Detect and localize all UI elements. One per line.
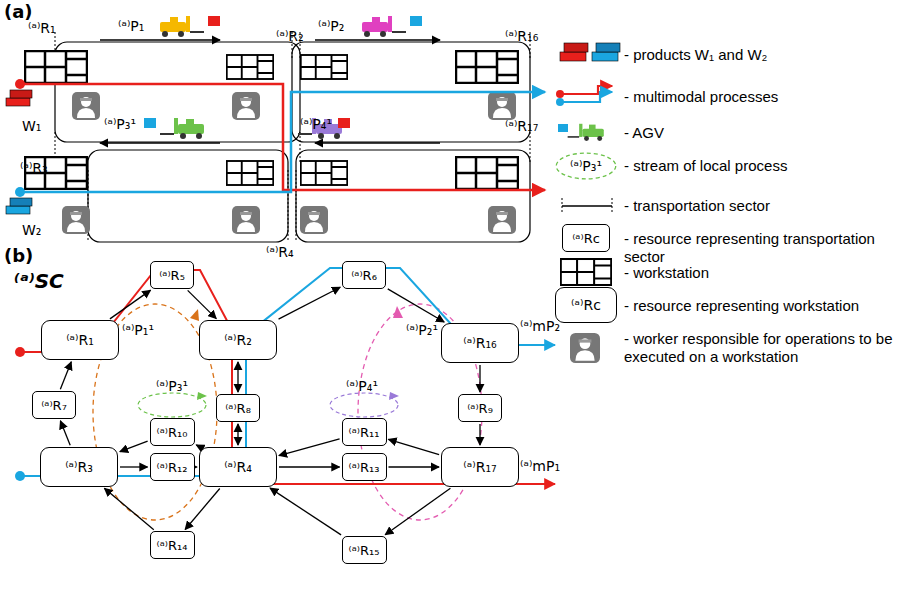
legend-text: - resource representing workstation	[624, 297, 909, 315]
connector	[479, 424, 480, 445]
callout-label: ⁽ᵃ⁾R₃	[20, 160, 48, 176]
node-text: ⁽ᵃ⁾R₂	[224, 332, 252, 348]
node-text: ⁽ᵃ⁾R₁₅	[349, 543, 380, 558]
connector	[388, 289, 444, 322]
callout-label: ⁽ᵃ⁾R₄	[266, 244, 294, 260]
node-text: ⁽ᵃ⁾R₁₃	[349, 460, 380, 475]
node-text: ⁽ᵃ⁾P₃¹	[570, 158, 602, 174]
connector	[385, 488, 450, 535]
node-text: ⁽ᵃ⁾R₁	[66, 332, 94, 348]
node-text: ⁽ᵃ⁾R₁₀	[157, 425, 188, 440]
connector	[104, 488, 153, 529]
connector	[196, 466, 198, 467]
legend-text: - worker responsible for operations to b…	[624, 330, 909, 366]
callout-label: W₁	[22, 118, 41, 134]
callout-label: ⁽ᵃ⁾R₂	[276, 28, 304, 44]
connector	[237, 424, 238, 445]
resource-box: ⁽ᵃ⁾R₁₄	[150, 531, 195, 559]
callout-label: W₂	[22, 222, 41, 238]
node-text: ⁽ᵃ⁾R₈	[225, 401, 251, 416]
panel-label: (a)	[4, 2, 33, 23]
connector	[479, 365, 480, 392]
connector	[279, 439, 340, 456]
resource-box: ⁽ᵃ⁾Rc	[562, 224, 610, 252]
resource-box: ⁽ᵃ⁾Rc	[555, 287, 617, 323]
callout-label: ⁽ᵃ⁾P₃¹	[104, 116, 136, 132]
node-text: ⁽ᵃ⁾R₁₇	[463, 459, 496, 475]
connector	[279, 287, 341, 319]
resource-box: ⁽ᵃ⁾R₁₀	[150, 418, 195, 446]
node-text: ⁽ᵃ⁾R₇	[41, 398, 67, 413]
resource-box: ⁽ᵃ⁾R₁₆	[441, 323, 519, 363]
connector	[279, 466, 340, 467]
node-text: ⁽ᵃ⁾Rc	[572, 231, 600, 246]
callout-label: ⁽ᵃ⁾R₁₇	[505, 118, 538, 134]
connector	[185, 489, 220, 530]
callout-label: ⁽ᵃ⁾P₃¹	[156, 378, 188, 394]
node-text: ⁽ᵃ⁾R₉	[467, 401, 493, 416]
callout-label: ⁽ᵃ⁾P₄¹	[346, 378, 378, 394]
callout-label: ⁽ᵃ⁾mP₁	[520, 458, 560, 474]
node-text: ⁽ᵃ⁾R₃	[65, 459, 93, 475]
callout-label: ⁽ᵃ⁾P₁	[118, 18, 144, 34]
connector	[188, 290, 217, 318]
resource-box: ⁽ᵃ⁾R₅	[150, 261, 194, 289]
connector	[60, 362, 71, 389]
resource-box: ⁽ᵃ⁾R₁₅	[342, 536, 387, 564]
resource-box: ⁽ᵃ⁾R₁	[41, 320, 119, 360]
callout-label: ⁽ᵃ⁾R₁₆	[505, 28, 538, 44]
resource-box: ⁽ᵃ⁾R₁₁	[342, 418, 387, 446]
legend-text: - resource representing transportation s…	[624, 230, 909, 266]
legend-text: - products W₁ and W₂	[624, 46, 909, 64]
connector	[237, 362, 238, 392]
connector	[389, 466, 440, 467]
legend-text: - workstation	[624, 264, 909, 282]
panel-label: (b)	[4, 246, 33, 267]
resource-box: ⁽ᵃ⁾R₁₃	[342, 453, 387, 481]
resource-box: ⁽ᵃ⁾R₁₂	[150, 453, 195, 481]
legend-text: - AGV	[624, 124, 909, 142]
node-text: ⁽ᵃ⁾R₁₄	[157, 538, 188, 553]
callout-label: ⁽ᵃ⁾mP₂	[520, 318, 560, 334]
callout-label: ⁽ᵃ⁾P₄¹	[300, 116, 332, 132]
node-text: ⁽ᵃ⁾R₁₁	[349, 425, 380, 440]
connector	[388, 439, 439, 454]
node-text: ⁽ᵃ⁾R₁₆	[463, 335, 496, 351]
legend-text: - stream of local process	[624, 157, 909, 175]
connector	[120, 466, 148, 467]
connector	[196, 445, 198, 446]
callout-label: ⁽ᵃ⁾P₁¹	[122, 322, 154, 338]
stream-node: ⁽ᵃ⁾P₃¹	[555, 152, 617, 180]
callout-label: ⁽ᵃ⁾P₂	[318, 18, 344, 34]
panel-label: ⁽ᵃ⁾SC	[14, 270, 64, 293]
resource-box: ⁽ᵃ⁾R₈	[216, 394, 260, 422]
connector	[110, 290, 151, 319]
legend-text: - transportation sector	[624, 197, 909, 215]
connector	[60, 421, 70, 445]
node-text: ⁽ᵃ⁾R₁₂	[157, 460, 188, 475]
node-text: ⁽ᵃ⁾Rc	[571, 297, 601, 313]
node-text: ⁽ᵃ⁾R₅	[159, 268, 185, 283]
resource-box: ⁽ᵃ⁾R₆	[342, 261, 386, 289]
node-text: ⁽ᵃ⁾R₄	[224, 459, 252, 475]
connector	[270, 488, 341, 535]
resource-box: ⁽ᵃ⁾R₉	[458, 394, 502, 422]
resource-box: ⁽ᵃ⁾R₄	[199, 447, 277, 487]
resource-box: ⁽ᵃ⁾R₂	[199, 320, 277, 360]
legend-text: - multimodal processes	[624, 88, 909, 106]
resource-box: ⁽ᵃ⁾R₃	[40, 447, 118, 487]
resource-box: ⁽ᵃ⁾R₇	[32, 391, 76, 419]
callout-label: ⁽ᵃ⁾P₂¹	[406, 322, 438, 338]
callout-label: ⁽ᵃ⁾R₁	[28, 20, 56, 36]
node-text: ⁽ᵃ⁾R₆	[351, 268, 377, 283]
connector	[120, 441, 148, 451]
resource-box: ⁽ᵃ⁾R₁₇	[441, 447, 519, 487]
